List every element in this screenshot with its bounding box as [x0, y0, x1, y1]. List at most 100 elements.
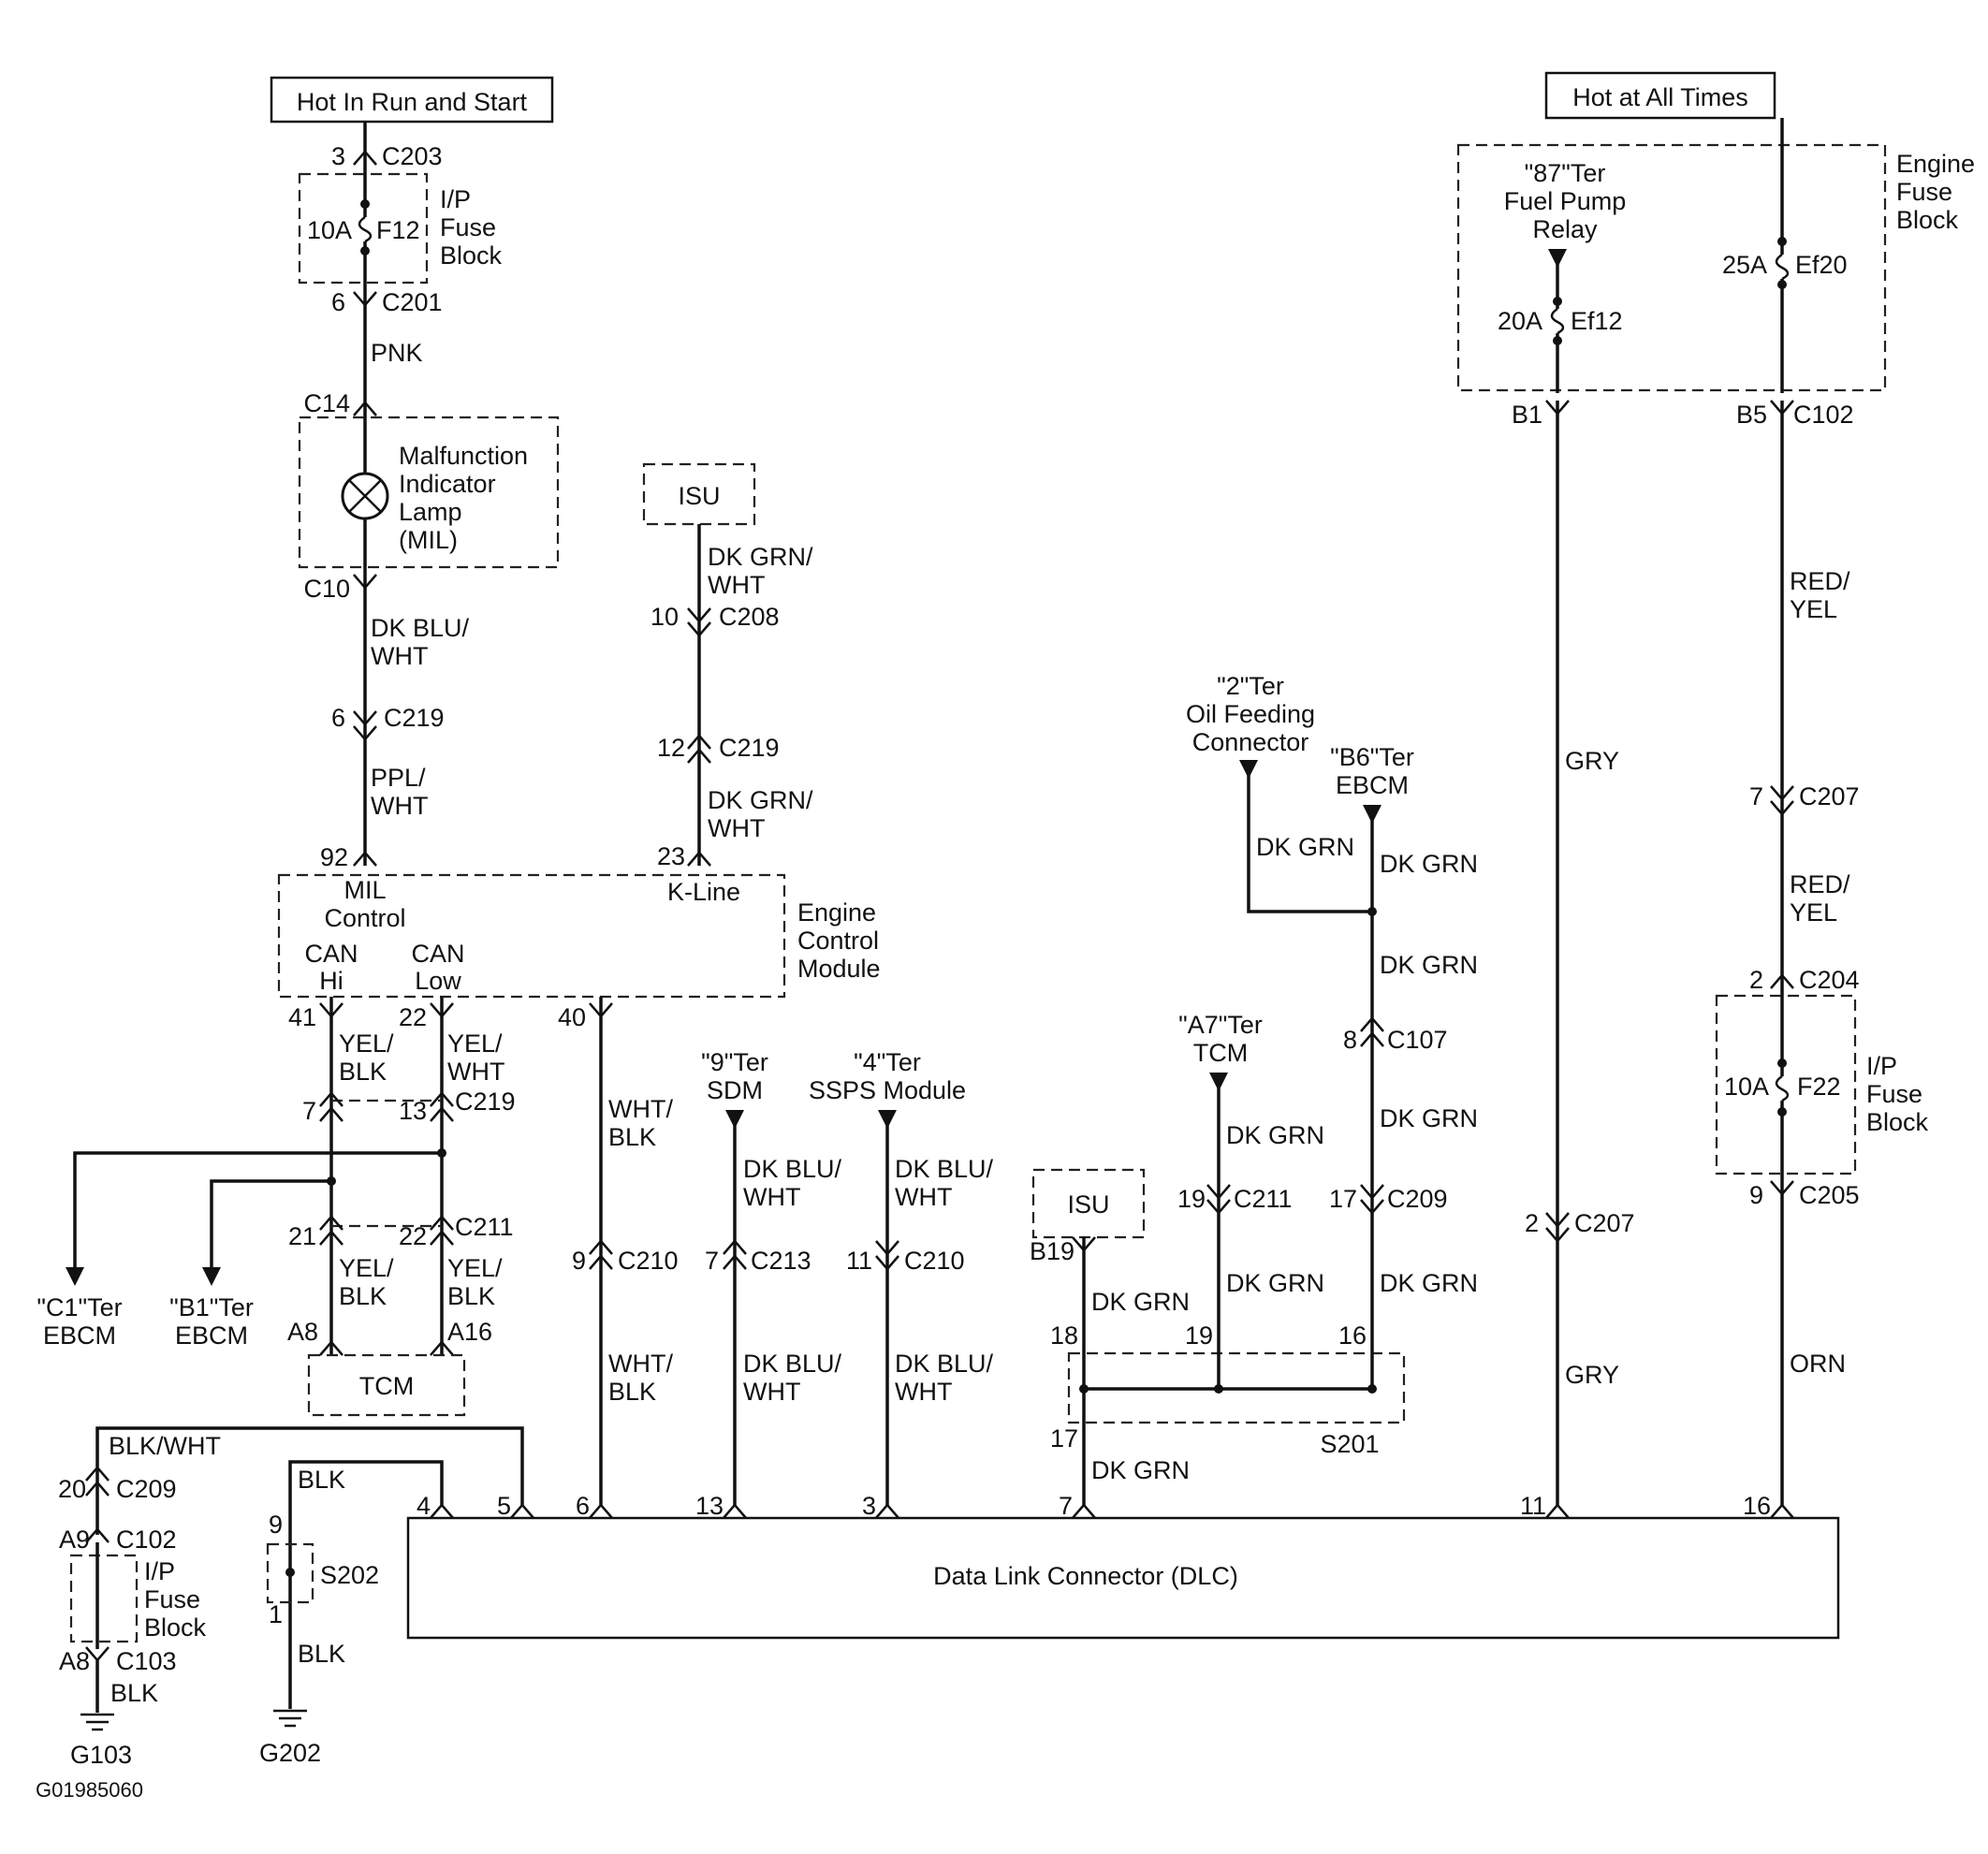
svg-text:19: 19 — [1185, 1321, 1213, 1350]
svg-text:9: 9 — [572, 1247, 586, 1275]
svg-text:Hot at All Times: Hot at All Times — [1572, 83, 1748, 111]
svg-text:6: 6 — [331, 704, 345, 732]
engine-control-module: MIL Control K-Line CAN Hi CAN Low Engine… — [277, 873, 881, 999]
svg-text:EBCM: EBCM — [43, 1321, 116, 1350]
svg-text:Fuse: Fuse — [440, 213, 496, 241]
svg-text:Engine: Engine — [797, 898, 876, 927]
splice-s202: S202 — [266, 1542, 379, 1604]
svg-text:"A7"Ter: "A7"Ter — [1178, 1011, 1263, 1039]
svg-text:DK GRN: DK GRN — [1380, 1104, 1478, 1132]
svg-text:WHT: WHT — [708, 571, 765, 599]
svg-text:DK GRN: DK GRN — [1256, 833, 1354, 861]
all-times-source: Hot at All Times — [1544, 71, 1776, 120]
svg-text:"4"Ter: "4"Ter — [854, 1048, 921, 1076]
svg-text:DK GRN: DK GRN — [1226, 1269, 1324, 1297]
malfunction-indicator-lamp: Malfunction Indicator Lamp (MIL) — [298, 416, 560, 569]
svg-text:A16: A16 — [447, 1318, 492, 1346]
svg-text:DK BLU/: DK BLU/ — [371, 614, 470, 642]
svg-text:SSPS Module: SSPS Module — [809, 1076, 966, 1104]
svg-text:MIL: MIL — [344, 876, 386, 904]
svg-text:8: 8 — [1343, 1026, 1357, 1054]
svg-text:Oil Feeding: Oil Feeding — [1186, 700, 1315, 728]
svg-text:C103: C103 — [116, 1647, 177, 1675]
svg-text:(MIL): (MIL) — [399, 526, 458, 554]
svg-text:WHT: WHT — [895, 1378, 952, 1406]
svg-text:ISU: ISU — [1067, 1190, 1109, 1219]
svg-text:C207: C207 — [1799, 782, 1860, 810]
svg-text:C219: C219 — [384, 704, 445, 732]
svg-text:C219: C219 — [719, 734, 780, 762]
ground-g202-icon — [273, 1709, 307, 1728]
svg-text:A8: A8 — [59, 1647, 90, 1675]
svg-text:EBCM: EBCM — [1336, 771, 1409, 799]
figure-id: G01985060 — [36, 1778, 143, 1802]
svg-text:BLK: BLK — [608, 1123, 656, 1151]
svg-text:PPL/: PPL/ — [371, 764, 426, 792]
svg-text:"9"Ter: "9"Ter — [701, 1048, 768, 1076]
svg-text:C203: C203 — [382, 142, 443, 170]
svg-text:13: 13 — [399, 1097, 427, 1125]
svg-text:DK BLU/: DK BLU/ — [895, 1350, 994, 1378]
svg-text:WHT: WHT — [371, 642, 428, 670]
svg-text:40: 40 — [558, 1003, 586, 1031]
svg-text:25A: 25A — [1722, 251, 1767, 279]
svg-text:BLK: BLK — [298, 1640, 345, 1668]
svg-text:S201: S201 — [1320, 1430, 1379, 1458]
svg-text:F12: F12 — [376, 216, 420, 244]
svg-text:WHT/: WHT/ — [608, 1350, 673, 1378]
svg-text:YEL: YEL — [1790, 898, 1837, 927]
svg-text:Control: Control — [324, 904, 405, 932]
svg-text:B1: B1 — [1512, 401, 1542, 429]
svg-text:BLK: BLK — [339, 1058, 387, 1086]
svg-text:7: 7 — [1059, 1492, 1073, 1520]
svg-text:"2"Ter: "2"Ter — [1217, 672, 1284, 700]
svg-text:TCM: TCM — [1193, 1039, 1248, 1067]
svg-text:3: 3 — [862, 1492, 876, 1520]
svg-text:Module: Module — [797, 955, 881, 983]
svg-text:17: 17 — [1050, 1424, 1078, 1453]
svg-text:YEL/: YEL/ — [339, 1029, 394, 1058]
svg-text:BLK/WHT: BLK/WHT — [109, 1432, 221, 1460]
svg-text:GRY: GRY — [1565, 747, 1619, 775]
svg-text:13: 13 — [695, 1492, 724, 1520]
svg-text:YEL/: YEL/ — [447, 1254, 503, 1282]
svg-text:DK BLU/: DK BLU/ — [895, 1155, 994, 1183]
svg-text:BLK: BLK — [339, 1282, 387, 1310]
svg-text:21: 21 — [288, 1222, 316, 1250]
svg-text:16: 16 — [1338, 1321, 1367, 1350]
svg-text:Fuel Pump: Fuel Pump — [1504, 187, 1627, 215]
svg-text:1: 1 — [269, 1600, 283, 1628]
svg-text:ORN: ORN — [1790, 1350, 1846, 1378]
svg-text:Fuse: Fuse — [144, 1585, 200, 1613]
svg-text:9: 9 — [1749, 1181, 1763, 1209]
svg-text:WHT/: WHT/ — [608, 1095, 673, 1123]
ground-g103-icon — [80, 1713, 114, 1731]
svg-text:C10: C10 — [303, 575, 350, 603]
svg-text:"87"Ter: "87"Ter — [1525, 159, 1606, 187]
splice-s201: S201 — [1067, 1351, 1406, 1458]
svg-text:PNK: PNK — [371, 339, 423, 367]
svg-text:WHT: WHT — [447, 1058, 504, 1086]
svg-text:6: 6 — [331, 288, 345, 316]
svg-text:ISU: ISU — [678, 482, 720, 510]
svg-text:2: 2 — [1749, 966, 1763, 994]
svg-text:K-Line: K-Line — [667, 878, 740, 906]
svg-text:DK BLU/: DK BLU/ — [743, 1350, 842, 1378]
svg-text:"B6"Ter: "B6"Ter — [1330, 743, 1414, 771]
svg-text:Fuse: Fuse — [1866, 1080, 1922, 1108]
svg-text:20A: 20A — [1498, 307, 1542, 335]
svg-text:C219: C219 — [455, 1088, 516, 1116]
svg-text:Fuse: Fuse — [1896, 178, 1952, 206]
svg-text:C201: C201 — [382, 288, 443, 316]
svg-text:A8: A8 — [287, 1318, 318, 1346]
svg-text:DK GRN: DK GRN — [1380, 951, 1478, 979]
svg-text:C204: C204 — [1799, 966, 1860, 994]
svg-text:7: 7 — [1749, 782, 1763, 810]
svg-text:WHT: WHT — [743, 1183, 800, 1211]
svg-text:RED/: RED/ — [1790, 870, 1850, 898]
svg-text:B19: B19 — [1030, 1237, 1074, 1265]
svg-text:C207: C207 — [1574, 1209, 1635, 1237]
svg-text:DK GRN: DK GRN — [1380, 1269, 1478, 1297]
svg-text:41: 41 — [288, 1003, 316, 1031]
svg-text:WHT: WHT — [743, 1378, 800, 1406]
